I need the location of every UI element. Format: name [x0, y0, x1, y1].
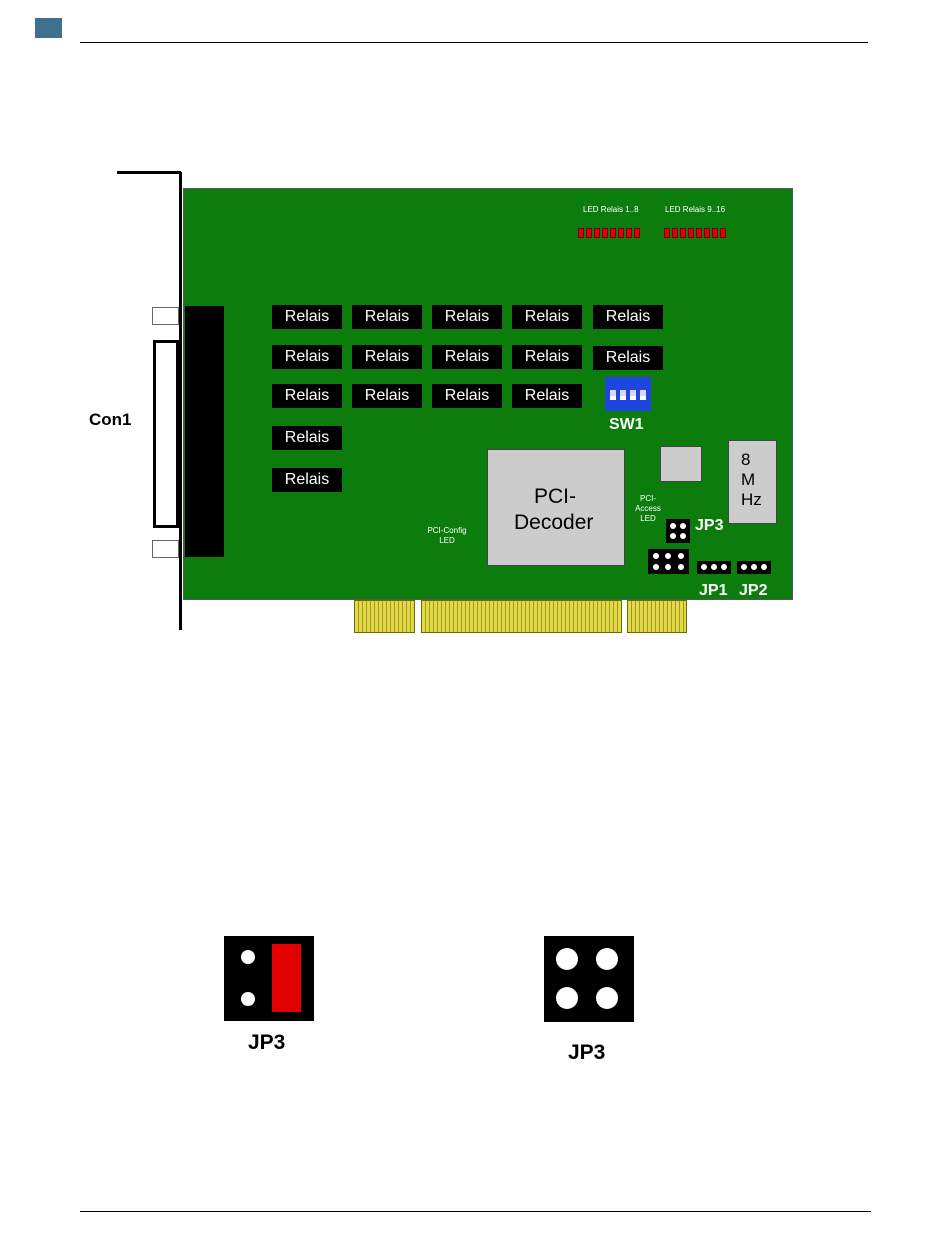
- relay-11: Relais: [272, 384, 342, 408]
- gray-component: [660, 446, 702, 482]
- relay-3: Relais: [432, 305, 502, 329]
- jumper-pin: [556, 948, 578, 970]
- jp2-label: JP2: [739, 582, 767, 600]
- bracket-tab-bottom: [152, 540, 179, 558]
- relay-led: [680, 228, 686, 238]
- relay-13: Relais: [432, 384, 502, 408]
- pci-access-led-line-2: Access: [628, 504, 668, 514]
- relay-led: [672, 228, 678, 238]
- pci-decoder-line-2: Decoder: [514, 510, 593, 536]
- relay-led: [586, 228, 592, 238]
- jp3-open-caption: JP3: [568, 1041, 605, 1065]
- pci-access-led-line-3: LED: [628, 514, 668, 524]
- jp1-header: [697, 561, 731, 574]
- relay-6: Relais: [272, 345, 342, 369]
- relay-led: [578, 228, 584, 238]
- relay-led: [594, 228, 600, 238]
- pci-config-led-line-1: PCI-Config: [422, 526, 472, 536]
- led-relais-1-8-label: LED Relais 1..8: [583, 205, 639, 214]
- relay-4: Relais: [512, 305, 582, 329]
- con1-connector-frame: [153, 340, 179, 528]
- pin-header-2x3: [648, 549, 689, 574]
- jp2-header: [737, 561, 771, 574]
- slot-bracket: [179, 172, 182, 630]
- dip-slot: [620, 390, 626, 400]
- bracket-tab-top: [152, 307, 179, 325]
- header-accent-block: [35, 18, 62, 38]
- pci-edge-fingers-3: [627, 600, 687, 633]
- relay-1: Relais: [272, 305, 342, 329]
- relay-led: [634, 228, 640, 238]
- relay-led: [626, 228, 632, 238]
- footer-rule: [80, 1211, 871, 1212]
- jp3-open-header: [544, 936, 634, 1022]
- sw1-dip-switch: [605, 377, 651, 411]
- relay-led: [704, 228, 710, 238]
- pci-access-led-line-1: PCI-: [628, 494, 668, 504]
- relay-led: [712, 228, 718, 238]
- relay-15: Relais: [272, 426, 342, 450]
- relay-led: [610, 228, 616, 238]
- relay-14: Relais: [512, 384, 582, 408]
- relay-led: [688, 228, 694, 238]
- relay-9: Relais: [512, 345, 582, 369]
- relay-12: Relais: [352, 384, 422, 408]
- jumper-pin: [241, 950, 255, 964]
- relay-10: Relais: [593, 346, 663, 370]
- relay-5: Relais: [593, 305, 663, 329]
- pci-config-led-label: PCI-Config LED: [422, 526, 472, 546]
- dip-slot: [630, 390, 636, 400]
- pci-edge-fingers-1: [354, 600, 415, 633]
- jp3-closed-caption: JP3: [248, 1031, 285, 1055]
- slot-bracket-top: [117, 171, 181, 174]
- jumper-pin: [596, 948, 618, 970]
- relay-2: Relais: [352, 305, 422, 329]
- oscillator-line-1: 8: [741, 450, 750, 470]
- relay-8: Relais: [432, 345, 502, 369]
- jumper-pin: [556, 987, 578, 1009]
- led-row-1-8: [578, 228, 640, 238]
- relay-led: [664, 228, 670, 238]
- relay-led: [602, 228, 608, 238]
- con1-connector-body: [185, 306, 224, 557]
- pci-access-led-label: PCI- Access LED: [628, 494, 668, 524]
- jumper-cap: [272, 944, 301, 1012]
- relay-7: Relais: [352, 345, 422, 369]
- con1-label: Con1: [89, 410, 132, 430]
- pci-decoder-line-1: PCI-: [534, 484, 576, 510]
- oscillator-8mhz: 8 M Hz: [728, 440, 777, 524]
- relay-led: [618, 228, 624, 238]
- relay-16: Relais: [272, 468, 342, 492]
- relay-led: [720, 228, 726, 238]
- pci-edge-fingers-2: [421, 600, 622, 633]
- jumper-pin: [596, 987, 618, 1009]
- relay-led: [696, 228, 702, 238]
- jp3-header-board: [666, 519, 690, 543]
- header-rule: [80, 42, 868, 43]
- pci-decoder-chip: PCI- Decoder: [487, 449, 625, 566]
- dip-slot: [640, 390, 646, 400]
- led-row-9-16: [664, 228, 726, 238]
- jp1-label: JP1: [699, 582, 727, 600]
- sw1-label: SW1: [609, 416, 644, 434]
- jp3-closed-header: [224, 936, 314, 1021]
- jumper-pin: [241, 992, 255, 1006]
- oscillator-line-2: M: [741, 470, 755, 490]
- oscillator-line-3: Hz: [741, 490, 762, 510]
- pci-config-led-line-2: LED: [422, 536, 472, 546]
- led-relais-9-16-label: LED Relais 9..16: [665, 205, 725, 214]
- dip-slot: [610, 390, 616, 400]
- jp3-label-board: JP3: [695, 517, 723, 535]
